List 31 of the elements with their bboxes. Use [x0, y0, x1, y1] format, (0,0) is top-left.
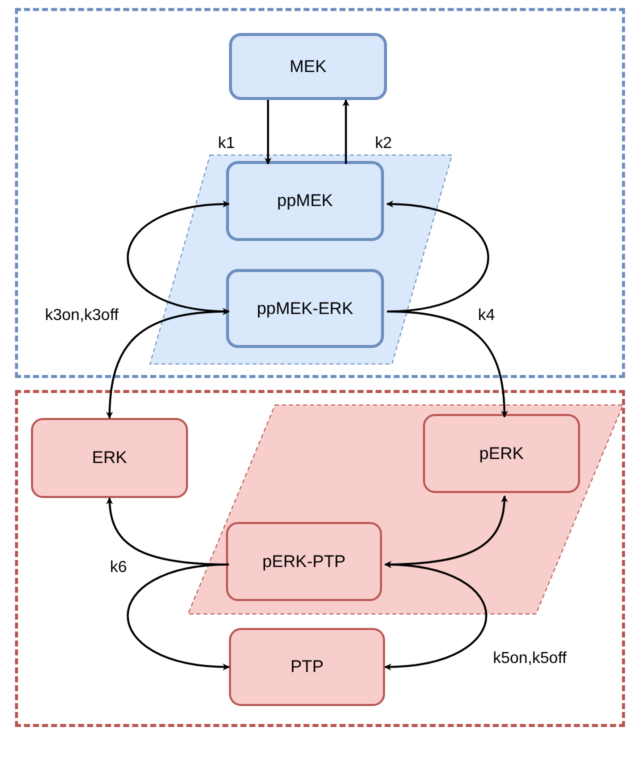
- node-label: MEK: [290, 56, 326, 78]
- arrow: [264, 100, 272, 165]
- edge-label: k2: [375, 134, 392, 154]
- node-label: pERK-PTP: [262, 550, 346, 573]
- protein-box: [226, 161, 384, 241]
- arrow: [384, 561, 487, 670]
- protein-box: [229, 33, 387, 100]
- edge-label: k6: [110, 558, 127, 578]
- parallelogram-region: [150, 155, 452, 364]
- parallelogram-region: [188, 405, 623, 614]
- node-label: ppMEK-ERK: [256, 298, 354, 320]
- edge-label: k1: [218, 134, 235, 154]
- protein-box: [226, 269, 384, 348]
- arrow: [342, 99, 350, 164]
- arrow: [106, 308, 230, 419]
- dashed-compartment: [15, 390, 625, 727]
- dashed-compartment: [15, 8, 625, 378]
- edge-label: k3on,k3off: [45, 306, 119, 326]
- arrow: [127, 564, 230, 670]
- protein-box: [31, 418, 188, 498]
- protein-box: [226, 522, 382, 601]
- node-label: ppMEK: [277, 190, 333, 212]
- node-label: PTP: [290, 656, 324, 678]
- edge-label: k4: [478, 306, 495, 326]
- node-label: ERK: [92, 447, 127, 470]
- protein-box: [229, 628, 385, 706]
- edge-label: k5on,k5off: [493, 649, 567, 669]
- node-label: pERK: [479, 442, 524, 465]
- arrow: [386, 310, 508, 418]
- arrow: [386, 200, 489, 312]
- protein-box: [423, 414, 580, 493]
